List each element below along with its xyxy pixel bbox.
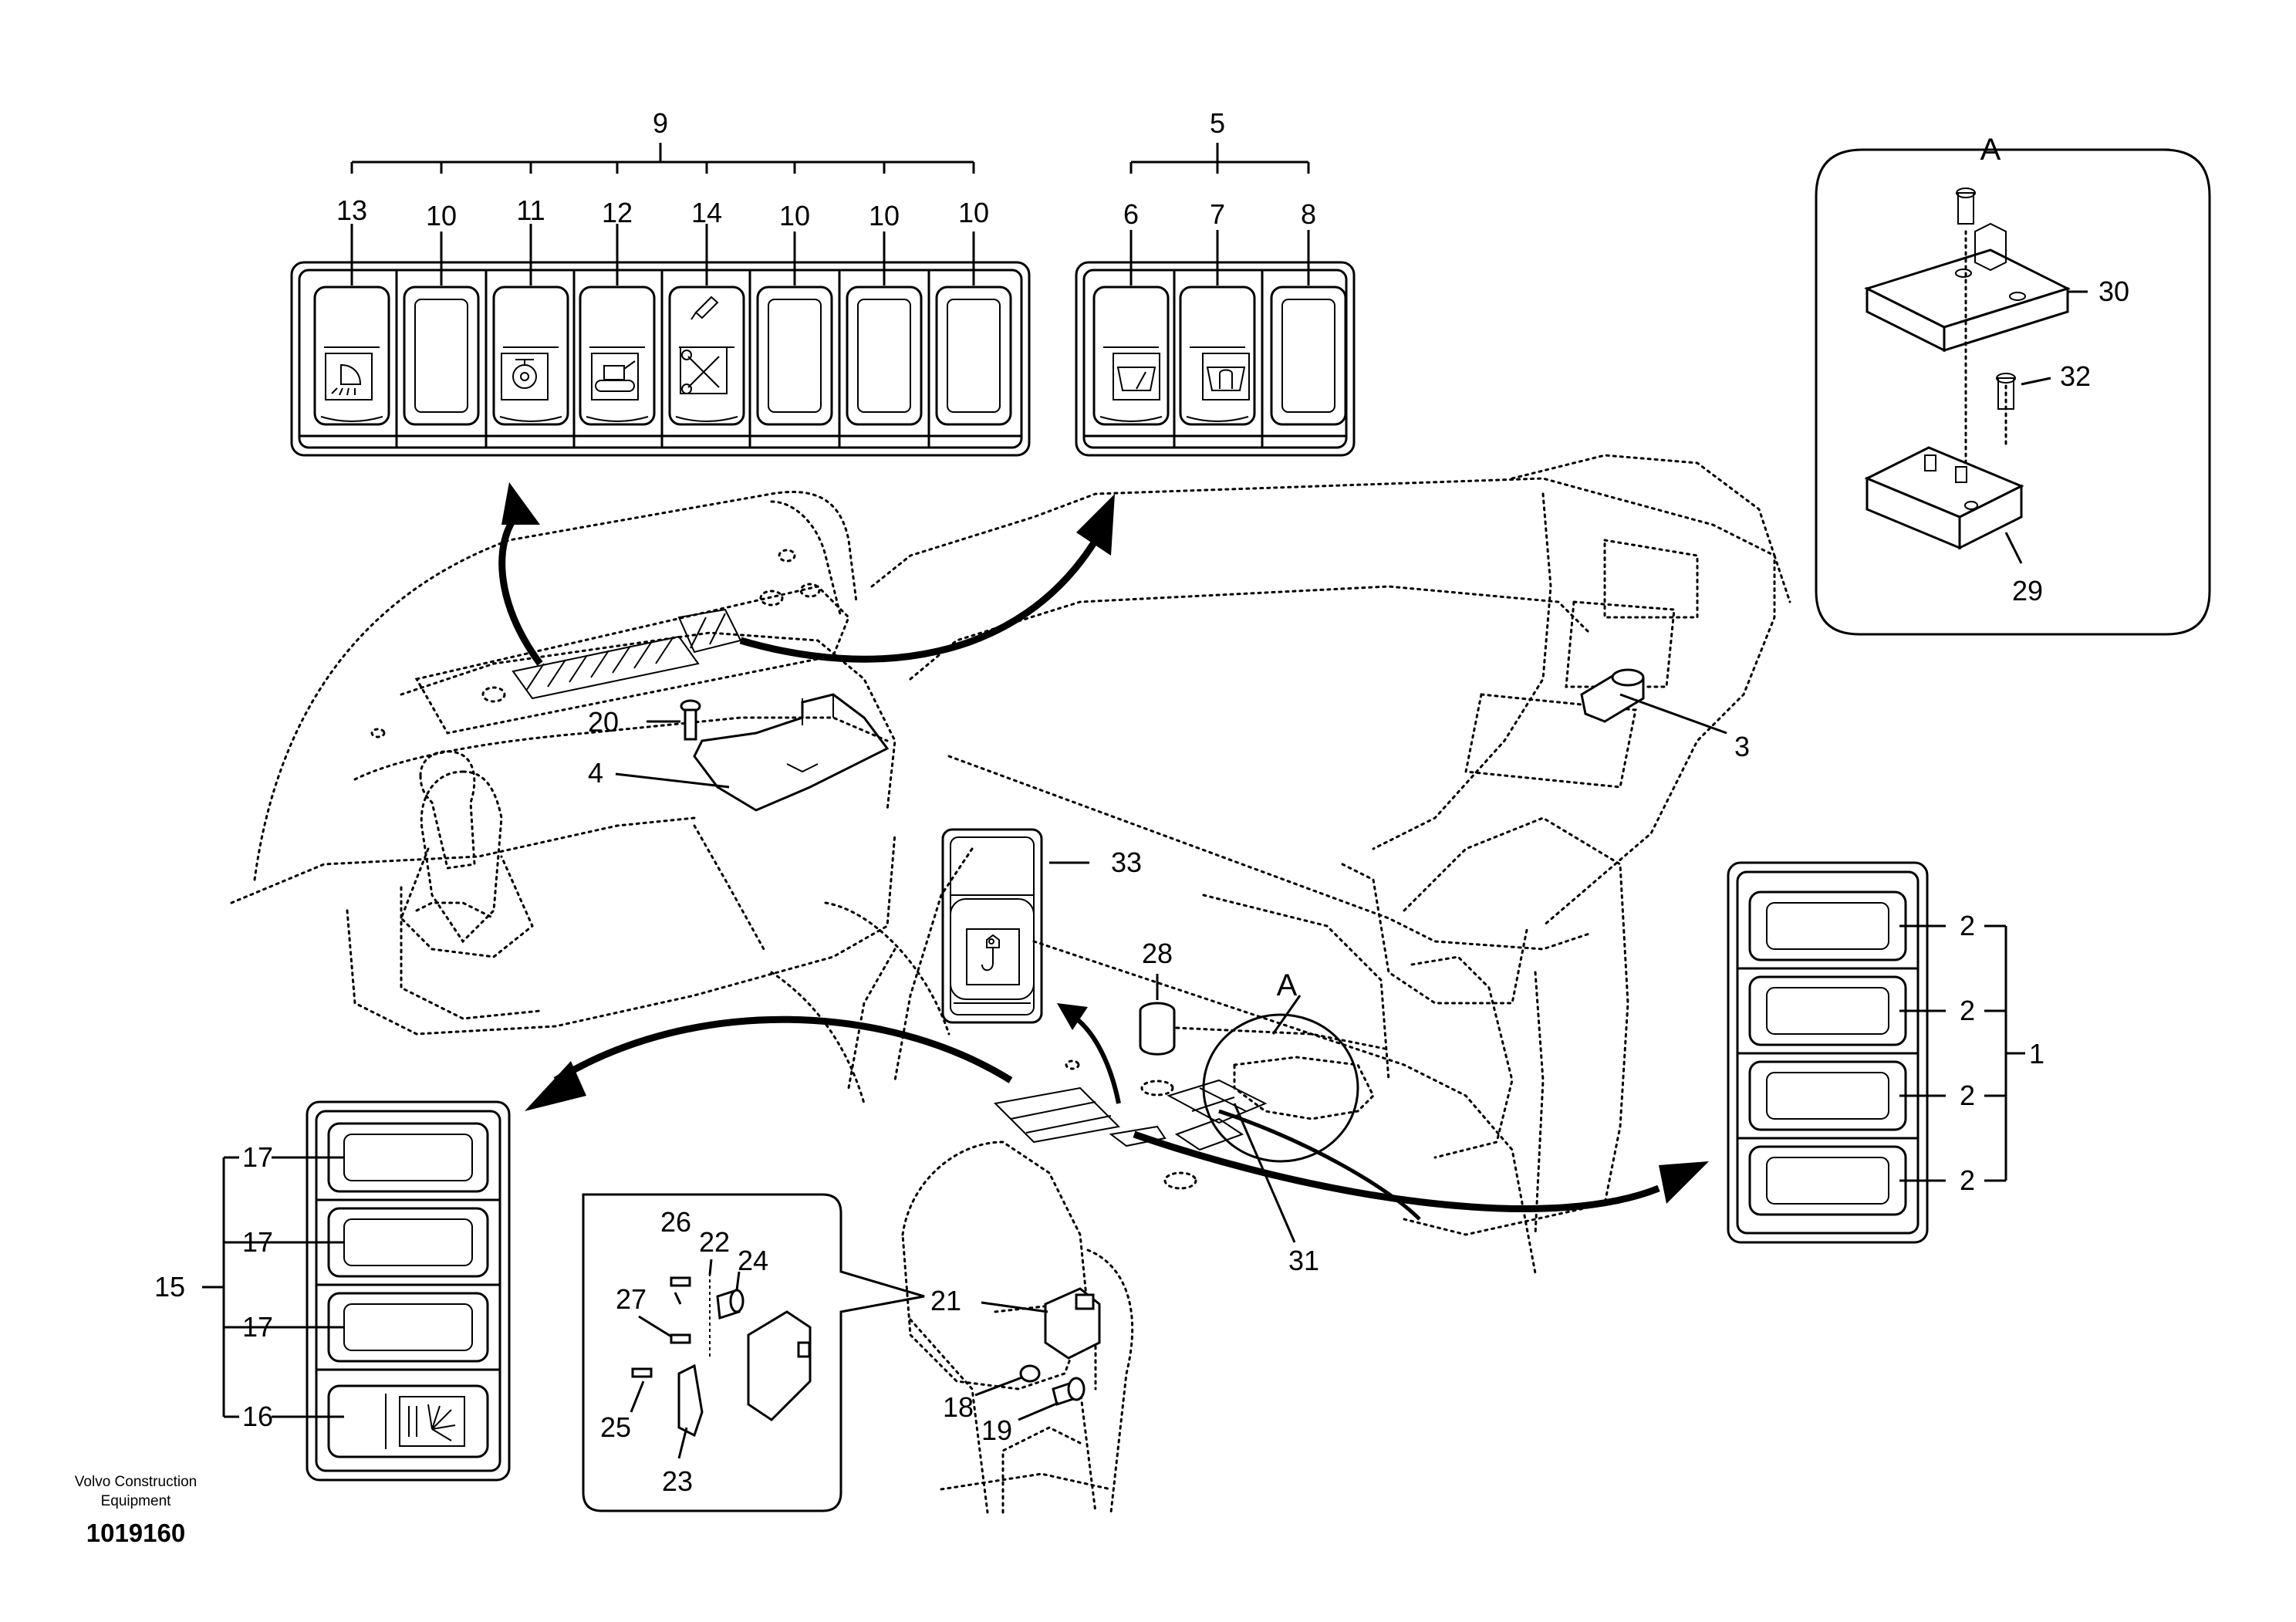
- callout-10: 10: [779, 200, 810, 231]
- callout-10: 10: [426, 200, 457, 231]
- footer: Volvo Construction Equipment 1019160: [75, 1474, 197, 1547]
- rocker-switch: [313, 286, 390, 426]
- detail-a-circle: [1202, 1013, 1359, 1163]
- callout-2: 2: [1960, 910, 1975, 941]
- callout-24: 24: [738, 1245, 768, 1276]
- callout-7: 7: [1210, 198, 1225, 230]
- callout-31: 31: [1288, 1245, 1319, 1276]
- company-name-line1: Volvo Construction: [75, 1474, 197, 1490]
- hammer-shear-icon: [680, 296, 728, 394]
- bolt-19: [1052, 1377, 1086, 1406]
- switch-panel-9: [290, 261, 1031, 457]
- callout-5: 5: [1210, 107, 1225, 139]
- callout-18: 18: [943, 1391, 974, 1423]
- switch-21: [1044, 1287, 1101, 1360]
- callout-23: 23: [662, 1465, 693, 1497]
- callout-2: 2: [1960, 1164, 1975, 1196]
- switch-panel-5: [1075, 261, 1356, 457]
- beacon-light-icon: [399, 1396, 465, 1447]
- track-icon: [591, 353, 639, 400]
- right-console-switches: [993, 1059, 1268, 1190]
- callout-17: 17: [242, 1226, 273, 1258]
- rocker-switch: [846, 286, 923, 426]
- rocker-switch: [935, 286, 1012, 426]
- work-light-icon: [325, 353, 373, 400]
- washer-18: [1019, 1364, 1041, 1383]
- rocker-switch: [1092, 286, 1170, 426]
- windshield-washer-icon: [1202, 353, 1250, 400]
- callout-21: 21: [930, 1285, 961, 1316]
- wiper-icon: [1113, 353, 1160, 400]
- callout-4: 4: [588, 757, 603, 789]
- rocker-switch: [1179, 286, 1256, 426]
- callout-20: 20: [588, 706, 619, 738]
- callout-13: 13: [336, 194, 367, 226]
- engine-icon: [501, 353, 549, 400]
- rocker-switch: [403, 286, 480, 426]
- callout-2: 2: [1960, 1080, 1975, 1111]
- rocker-switch: [756, 286, 833, 426]
- left-console: [370, 500, 850, 738]
- rocker-switch: [327, 1122, 489, 1193]
- rocker-switch: [579, 286, 656, 426]
- callout-16: 16: [242, 1401, 273, 1432]
- callout-labels: 9 13 10 11 12 14 10 10 10 5 6 7 8 A 30 3…: [154, 107, 2129, 1497]
- cover-plate: [693, 693, 890, 812]
- rocker-switch: [1748, 890, 1907, 961]
- callout-17: 17: [242, 1311, 273, 1343]
- detail-a-marker: A: [1277, 968, 1298, 1002]
- callout-9: 9: [653, 107, 668, 139]
- callout-17: 17: [242, 1141, 273, 1173]
- bolt-20: [680, 699, 701, 741]
- callout-32: 32: [2060, 360, 2091, 392]
- callout-12: 12: [602, 197, 633, 228]
- rocker-switch: [327, 1292, 489, 1363]
- rocker-switch: [1748, 1060, 1907, 1131]
- callout-33: 33: [1111, 846, 1142, 878]
- company-name-line2: Equipment: [101, 1493, 172, 1509]
- callout-27: 27: [616, 1283, 647, 1315]
- socket-3: [1580, 668, 1645, 723]
- rocker-switch: [492, 286, 569, 426]
- callout-11: 11: [516, 194, 545, 226]
- cap-28: [1139, 1002, 1176, 1097]
- callout-3: 3: [1734, 731, 1750, 762]
- detail-21-box: [582, 1193, 925, 1512]
- callout-29: 29: [2012, 575, 2043, 607]
- rocker-switch: [1748, 975, 1907, 1046]
- detail-a-title: A: [1980, 133, 2001, 167]
- callout-10: 10: [869, 200, 900, 231]
- callout-10: 10: [958, 197, 989, 228]
- callout-26: 26: [660, 1206, 691, 1238]
- callout-19: 19: [981, 1414, 1012, 1446]
- switch-panel-15: [306, 1100, 511, 1482]
- switch-33: [941, 828, 1043, 1024]
- callout-8: 8: [1301, 198, 1316, 230]
- callout-28: 28: [1142, 938, 1173, 969]
- leader-lines: [202, 143, 2088, 1459]
- callout-30: 30: [2098, 275, 2129, 307]
- arrows: [498, 482, 1709, 1221]
- left-joystick: [400, 750, 534, 958]
- callout-15: 15: [154, 1271, 185, 1303]
- rocker-switch: [327, 1207, 489, 1278]
- rocker-switch: [1270, 286, 1347, 426]
- hook-icon: [966, 928, 1020, 985]
- callout-14: 14: [691, 197, 722, 228]
- switch-panel-1: [1727, 861, 1929, 1244]
- callout-6: 6: [1123, 198, 1139, 230]
- callout-25: 25: [600, 1411, 631, 1443]
- rocker-switch: [327, 1384, 489, 1458]
- detail-a-box: [1815, 148, 2211, 636]
- drawing-number: 1019160: [86, 1519, 185, 1547]
- callout-2: 2: [1960, 995, 1975, 1026]
- callout-1: 1: [2029, 1038, 2044, 1070]
- callout-22: 22: [699, 1226, 730, 1258]
- rocker-switch: [1748, 1145, 1907, 1216]
